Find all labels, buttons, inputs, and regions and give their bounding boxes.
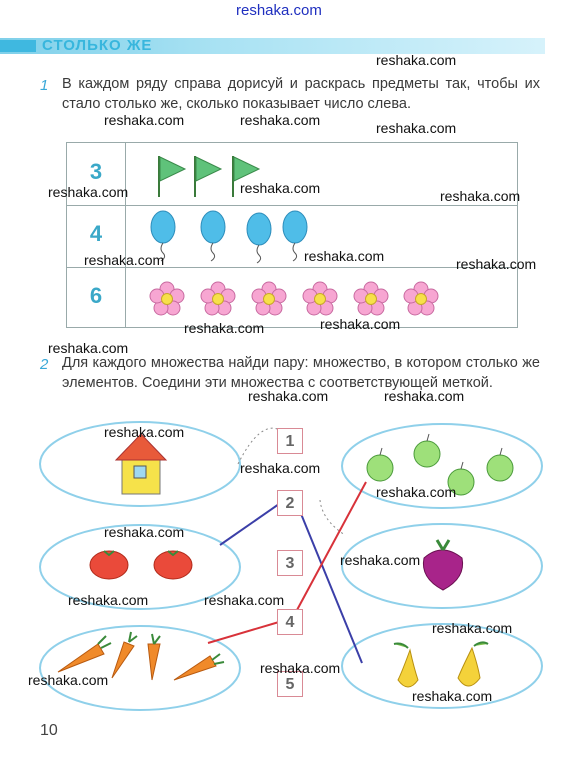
carrot-icon	[57, 635, 112, 673]
watermark: reshaka.com	[440, 188, 521, 204]
matching-area	[39, 421, 543, 711]
set-ellipse-tomatoes	[39, 524, 241, 610]
flag-icon	[194, 156, 223, 197]
row-number: 3	[89, 159, 103, 184]
watermark: reshaka.com	[304, 248, 385, 264]
balloons-row	[150, 210, 308, 264]
watermark: reshaka.com	[376, 484, 457, 500]
watermark: reshaka.com	[28, 672, 109, 688]
set-ellipse-apples	[341, 423, 543, 509]
watermark: reshaka.com	[412, 688, 493, 704]
flag-icon	[232, 156, 261, 197]
task2-number: 2	[40, 356, 49, 373]
set-ellipse-house	[39, 421, 241, 507]
watermark: reshaka.com	[184, 320, 265, 336]
tomato-icon	[153, 550, 193, 580]
watermark: reshaka.com	[240, 460, 321, 476]
watermark: reshaka.com	[260, 660, 341, 676]
title-accent	[0, 40, 36, 52]
balloon-icon	[282, 210, 308, 262]
connection-line	[207, 621, 280, 644]
task1-text: В каждом ряду справа дорисуй и раскрась …	[62, 76, 540, 112]
counting-table: 3 4 6	[66, 142, 518, 328]
watermark: reshaka.com	[104, 112, 185, 128]
flag-icon	[158, 156, 187, 197]
watermark: reshaka.com	[320, 316, 401, 332]
pear-icon	[457, 641, 489, 687]
watermark: reshaka.com	[68, 592, 149, 608]
label-box: 2	[277, 490, 303, 516]
watermark: reshaka.com	[204, 592, 285, 608]
table-divider	[67, 267, 517, 268]
watermark: reshaka.com	[48, 184, 129, 200]
apple-icon	[413, 433, 441, 468]
flower-icon	[251, 281, 287, 316]
title-bar	[0, 38, 545, 54]
tomato-icon	[89, 550, 129, 580]
dotted-line	[319, 499, 346, 536]
connection-line	[296, 503, 363, 664]
apple-icon	[447, 461, 475, 496]
apple-icon	[486, 447, 514, 482]
label-box: 5	[277, 671, 303, 697]
watermark: reshaka.com	[248, 388, 329, 404]
task2-text: Для каждого множества найди пару: множес…	[62, 355, 540, 391]
connection-line	[219, 503, 280, 546]
carrot-icon	[147, 633, 161, 681]
balloon-icon	[246, 212, 272, 264]
watermark: reshaka.com	[384, 388, 465, 404]
flower-icon	[403, 281, 439, 316]
set-ellipse-beet	[341, 523, 543, 609]
watermark: reshaka.com	[456, 256, 537, 272]
watermark: reshaka.com	[104, 524, 185, 540]
carrot-icon	[111, 631, 138, 679]
set-ellipse-carrots	[39, 625, 241, 711]
balloon-icon	[150, 210, 176, 262]
flower-icon	[353, 281, 389, 316]
watermark: reshaka.com	[432, 620, 513, 636]
page-number: 10	[40, 722, 58, 739]
watermark: reshaka.com	[240, 180, 321, 196]
page-title: СТОЛЬКО ЖЕ	[42, 37, 153, 54]
watermark: reshaka.com	[84, 252, 165, 268]
watermark: reshaka.com	[376, 52, 457, 68]
watermark: reshaka.com	[104, 424, 185, 440]
beet-icon	[422, 539, 464, 591]
flags-row	[158, 156, 261, 197]
carrot-icon	[173, 653, 225, 681]
balloon-icon	[200, 210, 226, 262]
label-box: 4	[277, 609, 303, 635]
watermark: reshaka.com	[376, 120, 457, 136]
row-number: 6	[89, 283, 103, 308]
house-icon	[114, 433, 168, 495]
watermark: reshaka.com	[240, 112, 321, 128]
label-box: 1	[277, 428, 303, 454]
flower-icon	[149, 281, 185, 316]
flower-icon	[302, 281, 338, 316]
watermark-top: reshaka.com	[236, 2, 322, 19]
task1-number: 1	[40, 77, 49, 94]
watermark: reshaka.com	[340, 552, 421, 568]
watermark: reshaka.com	[48, 340, 129, 356]
row-number: 4	[89, 221, 103, 246]
apple-icon	[366, 447, 394, 482]
flower-icon	[200, 281, 236, 316]
label-box: 3	[277, 550, 303, 576]
connection-line	[296, 481, 367, 611]
dotted-line	[237, 427, 281, 465]
table-divider	[67, 205, 517, 206]
number-column	[67, 143, 126, 327]
set-ellipse-pears	[341, 623, 543, 709]
pear-icon	[393, 642, 419, 688]
